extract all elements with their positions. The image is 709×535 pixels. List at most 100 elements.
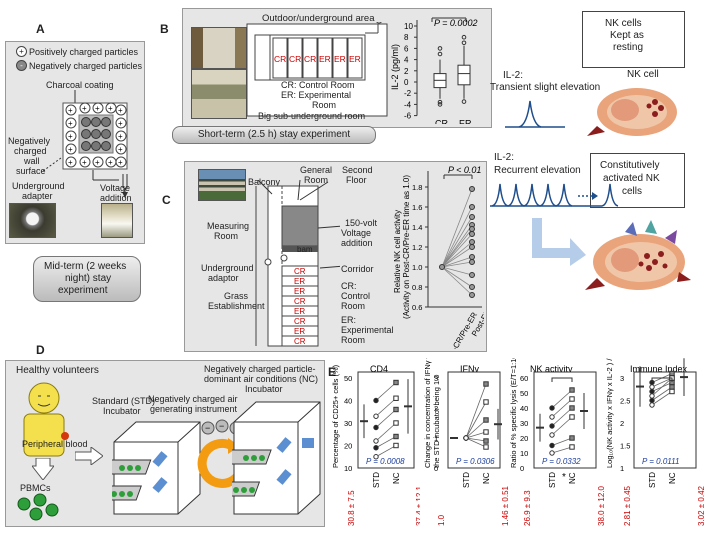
corridor-label: Corridor xyxy=(341,264,374,274)
plot-pair-line xyxy=(465,437,487,448)
mid-term-3: experiment xyxy=(58,285,108,296)
positive-particle xyxy=(65,156,77,168)
il2-outlier xyxy=(461,40,467,46)
il2-box xyxy=(457,64,471,86)
legend-cr-b: CR: Control Room xyxy=(281,80,355,90)
nk-pair-line xyxy=(441,261,473,268)
nk-pair-line xyxy=(441,228,473,268)
positive-particle-sign: + xyxy=(68,158,73,167)
plot-ylabel: Change in concentration of IFNγ within xyxy=(423,358,432,468)
voltage-c-3: addition xyxy=(341,238,373,248)
plot-ytick: 20 xyxy=(520,434,528,443)
positive-particle-sign: + xyxy=(95,158,100,167)
beam-label: bam xyxy=(297,245,313,254)
positive-particle-sign: + xyxy=(118,132,123,141)
volunteer-figure xyxy=(23,382,69,457)
room-c-label: ER xyxy=(294,307,305,316)
cr-legend-c-2: Control xyxy=(341,291,371,301)
recurrent-il2-wave xyxy=(490,183,619,207)
plot-pair-line xyxy=(465,419,487,439)
plot-pair-line xyxy=(375,422,397,442)
plot-std-point xyxy=(549,414,555,420)
panel-b-label: B xyxy=(160,22,169,36)
plot-pair-line xyxy=(651,377,673,388)
positive-particle-sign: + xyxy=(118,158,123,167)
plot-nc-point xyxy=(483,417,489,423)
adaptor-c-2: adaptor xyxy=(208,273,239,283)
wall-label-2: charged xyxy=(14,146,47,156)
negative-particle xyxy=(101,129,111,139)
plot-ytick: 40 xyxy=(344,397,352,406)
plot-ytick: 10 xyxy=(344,464,352,473)
plot-pair-line xyxy=(551,416,573,436)
plot-std-point xyxy=(649,384,655,390)
il2-ytick: 0 xyxy=(404,78,409,87)
plot-pvalue: P = 0.0306 xyxy=(456,457,495,466)
charcoal-coating-label: Charcoal coating xyxy=(46,80,114,90)
plot-nc-point xyxy=(483,381,489,387)
plot-ytick: 30 xyxy=(344,419,352,428)
plot-std-point xyxy=(649,393,655,399)
voltage-label-1: Voltage xyxy=(100,183,131,193)
plot-ylabel: Percentage of CD25+ cells (%) xyxy=(331,364,340,468)
plot-nc-point xyxy=(669,370,675,377)
plot-pair-line xyxy=(551,437,573,446)
nk-pvalue: P < 0.01 xyxy=(448,165,481,175)
positive-particle xyxy=(79,156,91,168)
grass-2: Establishment xyxy=(208,301,265,311)
positive-particle-sign: + xyxy=(82,104,87,113)
room-label-er: ER xyxy=(319,54,331,64)
plot-nc-value: 1.46 ± 0.51 xyxy=(501,485,510,526)
legend-positive-symbol: + xyxy=(16,46,27,57)
nk-pair-line xyxy=(441,266,473,288)
plot-std-point xyxy=(649,388,655,395)
nk-post-point xyxy=(469,244,475,250)
plot-ytick: 2 xyxy=(620,419,624,428)
mid-term-pill xyxy=(33,256,141,302)
voltage-c-1: 150-volt xyxy=(345,218,378,228)
measuring-room-2: Room xyxy=(214,231,239,241)
balcony-label: Balcony xyxy=(248,177,281,187)
il2-xcat: CR xyxy=(435,119,448,124)
transition-arrow xyxy=(532,218,586,266)
er-legend-c-1: ER: xyxy=(341,315,357,325)
plot-nc-point xyxy=(393,420,399,426)
room-box xyxy=(272,37,288,79)
plot-ytick: 50 xyxy=(520,389,528,398)
negative-particle xyxy=(91,129,101,139)
positive-particle-sign: + xyxy=(108,158,113,167)
cr-legend-c-3: Room xyxy=(341,301,366,311)
nk-pair-line xyxy=(441,266,473,276)
plot-pair-line xyxy=(651,386,673,401)
building-photo xyxy=(198,169,246,201)
nk-ytick: 1.8 xyxy=(412,183,422,192)
wall-label-3: wall xyxy=(24,156,40,166)
plot-nc-point xyxy=(483,429,489,435)
il2-recurrent-1: IL-2: xyxy=(494,152,515,163)
il2-xcat: ER xyxy=(459,119,472,124)
plot-pair-line xyxy=(375,436,397,449)
positive-particle xyxy=(65,104,77,116)
nk-post-point xyxy=(469,292,475,298)
plot-nc-point xyxy=(393,395,399,401)
nk-post-point xyxy=(469,204,475,210)
room-c-label: CR xyxy=(294,317,306,326)
plot-ytick: 3 xyxy=(434,374,438,383)
nk-activated-box xyxy=(590,153,685,208)
plot-std-point xyxy=(549,442,555,449)
negative-particle xyxy=(101,141,111,151)
plot-std-point xyxy=(649,402,655,408)
plot-ytick: 10 xyxy=(520,449,528,458)
negative-particle xyxy=(91,141,101,151)
plot-std-value: 2.81 ± 0.45 xyxy=(623,485,632,526)
plot-ytick: 0 xyxy=(520,464,524,473)
plot-pair-line xyxy=(551,407,573,427)
room-c-label: CR xyxy=(294,297,306,306)
mid-term-2: night) stay xyxy=(65,273,112,284)
plot-nc-point xyxy=(569,414,575,420)
plot-nc-point xyxy=(393,433,399,440)
nk-pair-line xyxy=(441,233,473,268)
nk-ytick: 0.8 xyxy=(412,283,422,292)
il2-ytick: 10 xyxy=(404,22,413,31)
